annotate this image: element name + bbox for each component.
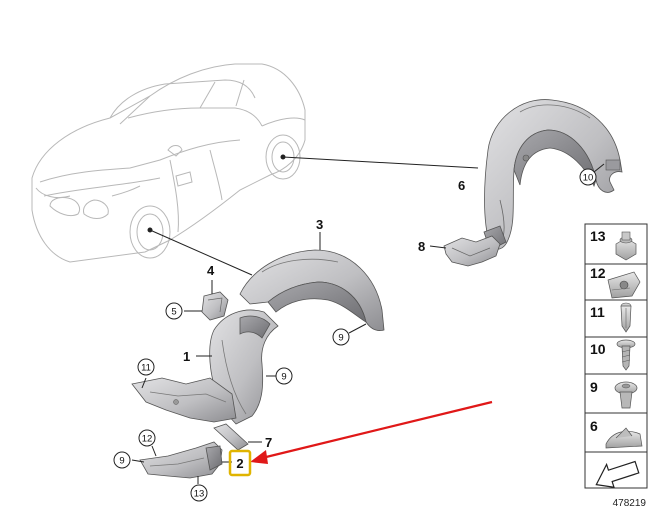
part-2-lower-cover <box>131 441 232 484</box>
callout-6: 6 <box>458 178 465 193</box>
clip-icon <box>605 427 643 449</box>
highlight-box <box>228 449 252 477</box>
expanding-rivet-icon <box>620 302 632 333</box>
callout-10-circle <box>579 168 597 186</box>
svg-text:10: 10 <box>590 341 606 357</box>
callout-11: 11 <box>141 363 151 374</box>
part-7-strip <box>213 423 262 451</box>
legend-item-11: 11 <box>590 302 632 333</box>
callout-1: 1 <box>183 349 190 364</box>
svg-text:6: 6 <box>590 418 598 434</box>
part-4-clip-bracket <box>184 280 229 321</box>
callout-9b-circle <box>275 367 293 385</box>
fastener-legend: 13 12 11 10 <box>584 223 648 489</box>
svg-text:13: 13 <box>590 228 606 244</box>
part-11-underbody-panel <box>131 377 237 423</box>
callout-13-circle <box>190 484 208 502</box>
screw-icon <box>616 339 636 371</box>
legend-item-9: 9 <box>590 379 638 409</box>
svg-text:9: 9 <box>590 379 598 395</box>
callout-3: 3 <box>316 217 323 232</box>
legend-item-13: 13 <box>590 228 637 261</box>
leader-lines <box>147 154 479 276</box>
direction-arrow-icon <box>595 460 640 489</box>
push-rivet-icon <box>614 381 638 409</box>
callout-5-circle <box>165 302 183 320</box>
callout-10: 10 <box>583 173 594 184</box>
callout-12-circle <box>138 429 156 447</box>
callout-8: 8 <box>418 239 425 254</box>
car-outline <box>31 63 306 263</box>
legend-item-10: 10 <box>590 339 636 371</box>
callout-9c-circle <box>113 451 131 469</box>
svg-text:11: 11 <box>590 304 605 320</box>
pointer-arrow <box>250 400 493 464</box>
callout-9a: 9 <box>338 333 343 344</box>
callout-5: 5 <box>171 307 176 318</box>
svg-text:12: 12 <box>590 265 606 281</box>
callout-13: 13 <box>194 489 205 500</box>
callout-4: 4 <box>207 263 215 278</box>
callout-12: 12 <box>142 434 153 445</box>
callout-labels: 6 10 8 3 4 5 9 1 9 11 7 12 9 13 2 <box>113 163 605 502</box>
diagram-number: 478219 <box>613 498 647 509</box>
callout-9a-circle <box>332 328 350 346</box>
callout-11-circle <box>137 358 155 376</box>
front-wheel-arch-liner-rear-section <box>239 232 385 331</box>
spring-clip-nut-icon <box>607 271 641 299</box>
callout-9b: 9 <box>281 372 286 383</box>
legend-item-12: 12 <box>590 265 641 299</box>
legend-item-6: 6 <box>590 418 643 449</box>
callout-9c: 9 <box>119 456 124 467</box>
callout-2: 2 <box>236 456 243 471</box>
part-8-bracket <box>429 235 501 267</box>
hex-nut-icon <box>615 231 637 261</box>
callout-7: 7 <box>265 435 272 450</box>
